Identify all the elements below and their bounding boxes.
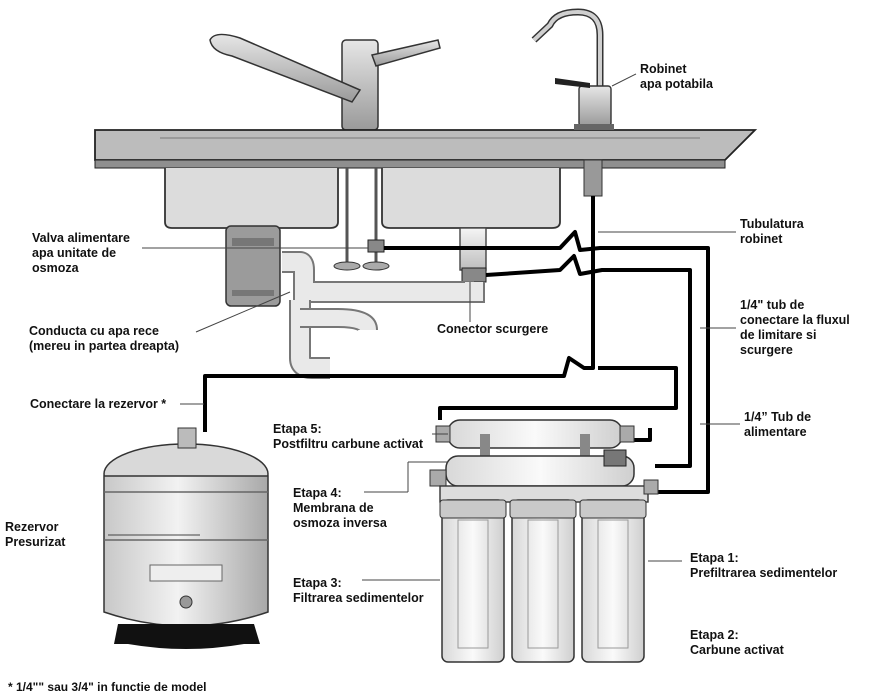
footnote: * 1/4"" sau 3/4" in functie de model <box>8 680 207 694</box>
label-etapa-5: Etapa 5:Postfiltru carbune activat <box>273 422 424 451</box>
label-etapa-2: Etapa 2:Carbune activat <box>690 628 784 657</box>
membrane-housing <box>429 449 635 487</box>
label-conducta-apa-rece: Conducta cu apa rece(mereu in partea dre… <box>29 324 180 353</box>
filter-canisters <box>439 479 659 663</box>
countertop <box>94 129 758 169</box>
supply-valves <box>333 168 390 271</box>
garbage-disposer <box>225 225 281 307</box>
sink-basins <box>164 168 561 229</box>
label-conectare-rezervor: Conectare la rezervor * <box>30 397 167 411</box>
label-etapa-3: Etapa 3:Filtrarea sedimentelor <box>293 576 424 605</box>
drain-pipes <box>282 227 487 379</box>
label-conector-scurgere: Conector scurgere <box>437 322 549 336</box>
label-etapa-1: Etapa 1:Prefiltrarea sedimentelor <box>690 551 838 580</box>
tubing <box>203 196 710 494</box>
leader-lines <box>108 73 740 581</box>
drinking-faucet <box>531 8 614 197</box>
kitchen-faucet <box>209 33 441 131</box>
pressure-tank <box>103 427 269 649</box>
postfilter-housing <box>435 419 635 458</box>
